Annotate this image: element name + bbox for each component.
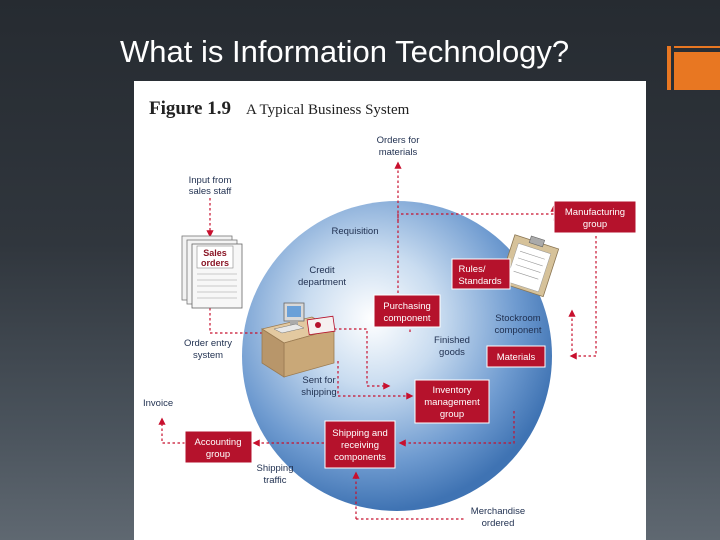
label-stockroom-2: component [494,325,541,336]
arrow-order-entry-to-purchasing [334,328,391,390]
figure-number: Figure 1.9 [149,98,231,119]
arrow-to-inventory [337,361,414,400]
label-shipping-traffic-1: Shipping [257,463,294,474]
flow-arrows [158,161,597,520]
label-credit-department-1: Credit [309,265,335,276]
accent-bar [667,46,671,90]
manufacturing-group-box: Manufacturing group [553,200,637,234]
rules-standards-label-1: Rules/ [459,264,486,275]
accounting-label-2: group [206,449,230,460]
figure-caption: A Typical Business System [246,102,410,118]
inventory-management-box: Inventory management group [414,379,490,424]
label-order-entry-2: system [193,350,223,361]
purchasing-label-2: component [383,313,430,324]
label-sent-for-shipping-1: Sent for [302,375,335,386]
arrow-manufacturing-to-materials [569,231,597,360]
shipping-receiving-box: Shipping and receiving components [324,420,396,469]
shipping-receiving-label-3: components [334,452,386,463]
purchasing-label-1: Purchasing [383,301,431,312]
materials-label: Materials [497,352,536,363]
inventory-label-1: Inventory [432,385,471,396]
rules-standards-label-2: Standards [458,276,502,287]
label-merchandise-2: ordered [482,518,515,529]
sales-orders-label-2: orders [201,258,229,268]
label-input-from-sales-1: Input from [189,175,232,186]
form-card-icon [306,315,336,336]
plain-labels: Orders for materials Input from sales st… [143,135,542,529]
business-system-diagram: Figure 1.9 A Typical Business System [143,98,637,529]
label-stockroom-1: Stockroom [495,313,540,324]
label-finished-goods-2: goods [439,347,465,358]
accent-line [674,46,720,48]
label-shipping-traffic-2: traffic [263,475,286,486]
label-finished-goods-1: Finished [434,335,470,346]
manufacturing-group-label-2: group [583,219,607,230]
label-sent-for-shipping-2: shipping [301,387,336,398]
label-orders-for-materials-2: materials [379,147,418,158]
label-order-entry-1: Order entry [184,338,232,349]
label-invoice: Invoice [143,398,173,409]
accent-block [674,52,720,90]
inventory-label-3: group [440,409,464,420]
inventory-label-2: management [424,397,480,408]
label-credit-department-2: department [298,277,346,288]
label-merchandise-1: Merchandise [471,506,525,517]
rules-standards-box: Rules/ Standards [451,258,511,290]
shipping-receiving-label-1: Shipping and [332,428,387,439]
accounting-label-1: Accounting [194,437,241,448]
accounting-group-box: Accounting group [184,430,253,464]
label-input-from-sales-2: sales staff [189,186,232,197]
shipping-receiving-label-2: receiving [341,440,379,451]
label-orders-for-materials-1: Orders for [377,135,420,146]
arrow-accounting-to-invoice [158,417,185,444]
label-requisition: Requisition [332,226,379,237]
manufacturing-group-label-1: Manufacturing [565,207,625,218]
slide-title: What is Information Technology? [120,34,570,69]
arrow-inventory-to-shipping [398,411,515,447]
figure-panel: Figure 1.9 A Typical Business System [134,81,646,540]
materials-box: Materials [486,345,546,368]
sales-orders-label-1: Sales [203,248,227,258]
arrow-sales-to-order-entry [209,303,286,337]
purchasing-component-box: Purchasing component [373,294,441,328]
sales-orders-document-icon [181,235,243,309]
